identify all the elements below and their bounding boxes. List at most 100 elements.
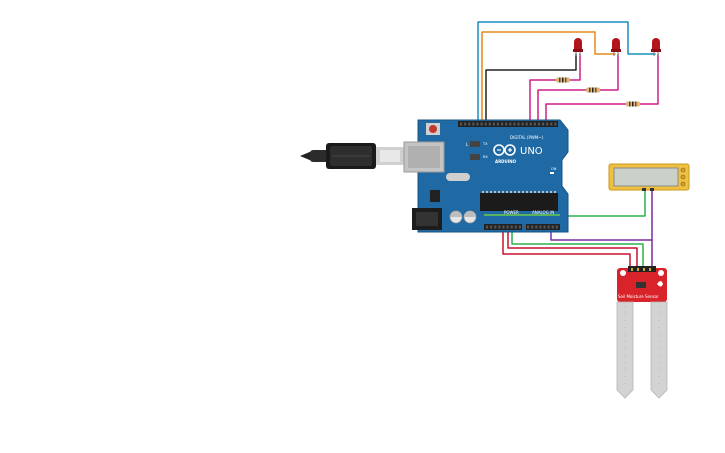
- header-pin: [517, 122, 520, 126]
- wire-pink-3b[interactable]: [639, 53, 659, 105]
- resistor-3[interactable]: [626, 101, 640, 107]
- header-pin: [538, 191, 540, 193]
- wire-pink-2[interactable]: [537, 89, 587, 122]
- header-pin: [526, 191, 528, 193]
- header-pin: [542, 191, 544, 193]
- soil-moisture-sensor[interactable]: Soil Moisture Sensor: [616, 266, 668, 399]
- tx-label: TX: [482, 142, 488, 146]
- header-pin: [502, 225, 505, 229]
- header-pin: [527, 225, 530, 229]
- sensor-prong-right: [650, 301, 668, 399]
- header-pin: [488, 122, 491, 126]
- header-pin: [482, 191, 484, 193]
- header-pin: [535, 225, 538, 229]
- header-pin: [543, 225, 546, 229]
- chip-pins: [482, 191, 556, 193]
- wires: [477, 21, 659, 271]
- analog-label: ANALOG IN: [532, 210, 554, 215]
- header-pin: [496, 122, 500, 126]
- wire-green-2[interactable]: [555, 189, 646, 217]
- wire-orange[interactable]: [481, 31, 616, 122]
- header-pin: [498, 191, 500, 193]
- header-pin: [547, 225, 550, 229]
- header-pin: [468, 122, 471, 126]
- header-pin: [554, 191, 556, 193]
- lcd-screen: [613, 167, 679, 187]
- rx-label: RX: [483, 155, 488, 159]
- led-2[interactable]: [611, 38, 621, 56]
- wire-purple[interactable]: [550, 189, 653, 241]
- digital-header: [458, 121, 558, 127]
- wire-black[interactable]: [485, 53, 577, 122]
- header-pin: [514, 191, 516, 193]
- board-brand: ARDUINO: [495, 159, 517, 164]
- digital-label: DIGITAL (PWM~): [510, 135, 544, 140]
- header-pin: [546, 122, 549, 126]
- header-pin: [539, 225, 542, 229]
- header-pin: [513, 122, 516, 126]
- wire-red-1[interactable]: [502, 228, 631, 271]
- usb-cable[interactable]: [300, 143, 404, 169]
- arduino-board[interactable]: UNO ARDUINO DIGITAL (PWM~) TX RX L ON PO…: [403, 119, 569, 233]
- wire-pink-1[interactable]: [529, 79, 557, 122]
- header-pin: [542, 122, 545, 126]
- led-label: L: [466, 142, 469, 147]
- header-pin: [522, 225, 526, 229]
- wire-pink-3[interactable]: [545, 103, 627, 122]
- header-pin: [506, 191, 508, 193]
- header-pin: [530, 191, 532, 193]
- wire-pink-1b[interactable]: [569, 53, 581, 81]
- header-pin: [533, 122, 536, 126]
- wire-green-1[interactable]: [511, 228, 644, 271]
- header-pin: [480, 122, 483, 126]
- header-pin: [484, 122, 487, 126]
- header-pin: [506, 225, 509, 229]
- header-pin: [554, 122, 557, 126]
- header-pin: [518, 225, 521, 229]
- wire-red-2[interactable]: [507, 228, 638, 271]
- header-pin: [525, 122, 528, 126]
- header-pin: [534, 191, 536, 193]
- header-pin: [498, 225, 501, 229]
- led-3[interactable]: [651, 38, 661, 56]
- wire-blue[interactable]: [477, 21, 656, 122]
- header-pin: [551, 225, 554, 229]
- sensor-prong-left: [616, 301, 634, 399]
- resistor-2[interactable]: [586, 87, 600, 93]
- header-pin: [501, 122, 504, 126]
- header-pin: [518, 191, 520, 193]
- header-pin: [522, 191, 524, 193]
- header-pin: [464, 122, 467, 126]
- microcontroller-chip: [480, 193, 558, 211]
- header-pin: [510, 225, 513, 229]
- analog-header: [526, 224, 560, 230]
- header-pin: [514, 225, 517, 229]
- header-pin: [555, 225, 558, 229]
- header-pin: [486, 225, 489, 229]
- header-pin: [531, 225, 534, 229]
- board-model: UNO: [520, 146, 543, 157]
- wire-pink-2b[interactable]: [599, 53, 619, 91]
- header-pin: [490, 225, 493, 229]
- header-pin: [490, 191, 492, 193]
- on-label: ON: [551, 167, 557, 171]
- resistor-1[interactable]: [556, 77, 570, 83]
- lcd-display[interactable]: [608, 163, 690, 191]
- header-pin: [494, 225, 497, 229]
- arduino-logo: [493, 144, 516, 156]
- header-pin: [510, 191, 512, 193]
- header-pin: [521, 122, 524, 126]
- header-pin: [537, 122, 541, 126]
- power-label: POWER: [504, 210, 519, 215]
- header-pin: [476, 122, 479, 126]
- header-pin: [505, 122, 508, 126]
- header-pin: [509, 122, 512, 126]
- header-pin: [550, 122, 553, 126]
- crystal: [446, 173, 470, 181]
- header-pin: [529, 122, 532, 126]
- header-pin: [546, 191, 548, 193]
- header-pin: [494, 191, 496, 193]
- led-1[interactable]: [573, 38, 583, 56]
- header-pin: [472, 122, 475, 126]
- header-pin: [550, 191, 552, 193]
